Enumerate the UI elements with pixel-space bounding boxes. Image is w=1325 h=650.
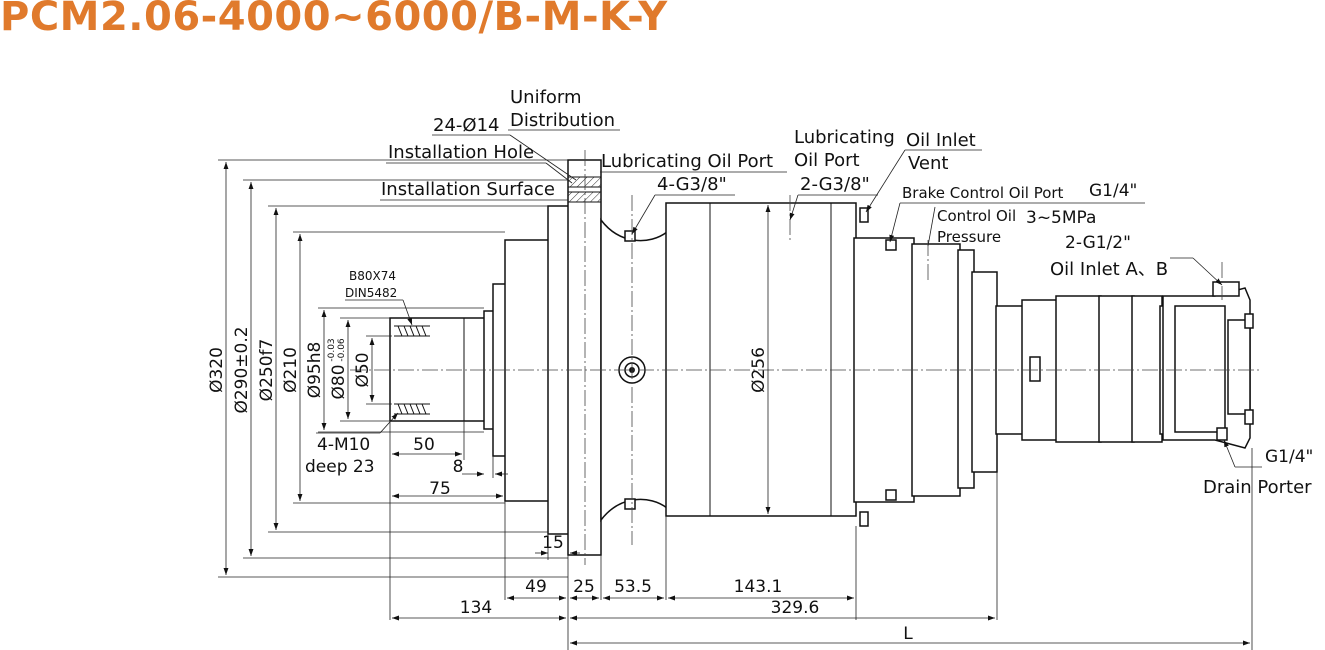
label-installation-hole: Installation Hole bbox=[388, 142, 534, 163]
length-dimensions: 50 8 75 15 49 25 53.5 143.1 134 329.6 L bbox=[389, 421, 1253, 650]
label-oil-inlet-ab: Oil Inlet A、B bbox=[1050, 259, 1168, 280]
label-holes: 24-Ø14 bbox=[433, 115, 499, 136]
label-control-pressure: 3~5MPa bbox=[1026, 208, 1096, 228]
dim-len-329-6: 329.6 bbox=[771, 598, 820, 618]
dim-len-15: 15 bbox=[542, 533, 564, 553]
label-thread-depth: deep 23 bbox=[305, 457, 375, 477]
center-lines bbox=[350, 150, 1262, 565]
label-brake-control-port: Brake Control Oil Port bbox=[902, 184, 1064, 202]
dim-len-53-5: 53.5 bbox=[614, 577, 652, 597]
dim-d210: Ø210 bbox=[281, 347, 301, 393]
gearbox-housing bbox=[665, 202, 857, 517]
label-lub-oil-port-2-line1: Lubricating bbox=[794, 127, 895, 148]
dim-d95: Ø95h8 bbox=[305, 342, 325, 399]
installation-hole-hatch bbox=[567, 176, 602, 188]
dim-len-L: L bbox=[903, 624, 913, 644]
dim-d50: Ø50 bbox=[353, 352, 373, 387]
label-lub-oil-port-1-size: 4-G3/8" bbox=[657, 174, 727, 195]
label-control-oil-line1: Control Oil bbox=[937, 207, 1016, 225]
diameter-dimensions: Ø320 Ø290±0.2 Ø250f7 Ø210 Ø95h8 Ø80 -0.0… bbox=[207, 159, 771, 578]
motor-body bbox=[389, 159, 1254, 556]
dim-d80-tol-upper: -0.03 bbox=[327, 338, 337, 361]
label-control-oil-line2: Pressure bbox=[937, 228, 1001, 246]
dim-len-143-1: 143.1 bbox=[734, 577, 783, 597]
label-lub-oil-port-2-line2: Oil Port bbox=[794, 150, 860, 171]
page-title: PCM2.06-4000~6000/B-M-K-Y bbox=[0, 0, 668, 40]
label-uniform: Uniform bbox=[510, 87, 582, 108]
label-oil-inlet: Oil Inlet bbox=[906, 130, 976, 151]
dim-len-75: 75 bbox=[429, 479, 451, 499]
dim-d80-tol-lower: -0.06 bbox=[337, 338, 347, 362]
label-spline-line2: DIN5482 bbox=[345, 286, 397, 300]
dim-d80: Ø80 bbox=[329, 364, 349, 399]
label-lub-oil-port-1: Lubricating Oil Port bbox=[601, 151, 773, 172]
dim-len-25: 25 bbox=[573, 577, 595, 597]
label-thread: 4-M10 bbox=[317, 435, 370, 455]
label-brake-control-size: G1/4" bbox=[1089, 181, 1137, 201]
label-spline-line1: B80X74 bbox=[349, 269, 396, 283]
label-vent: Vent bbox=[908, 153, 948, 174]
dim-d290: Ø290±0.2 bbox=[232, 326, 252, 413]
output-shaft bbox=[389, 317, 493, 422]
dim-len-49: 49 bbox=[525, 577, 547, 597]
dim-d256: Ø256 bbox=[749, 347, 769, 393]
dim-len-8: 8 bbox=[453, 457, 464, 477]
label-drain-size: G1/4" bbox=[1265, 447, 1313, 467]
label-installation-surface: Installation Surface bbox=[381, 179, 555, 200]
dim-d320: Ø320 bbox=[207, 347, 227, 393]
label-oil-inlet-ab-size: 2-G1/2" bbox=[1065, 233, 1131, 253]
callouts: Uniform Distribution 24-Ø14 Installation… bbox=[305, 87, 1313, 498]
dim-d250: Ø250f7 bbox=[257, 339, 277, 402]
dim-len-50: 50 bbox=[413, 435, 435, 455]
label-lub-oil-port-2-size: 2-G3/8" bbox=[800, 174, 870, 195]
dim-len-134: 134 bbox=[460, 598, 492, 618]
mounting-flange bbox=[567, 159, 602, 556]
label-distribution: Distribution bbox=[510, 110, 615, 131]
label-drain: Drain Porter bbox=[1203, 477, 1312, 498]
